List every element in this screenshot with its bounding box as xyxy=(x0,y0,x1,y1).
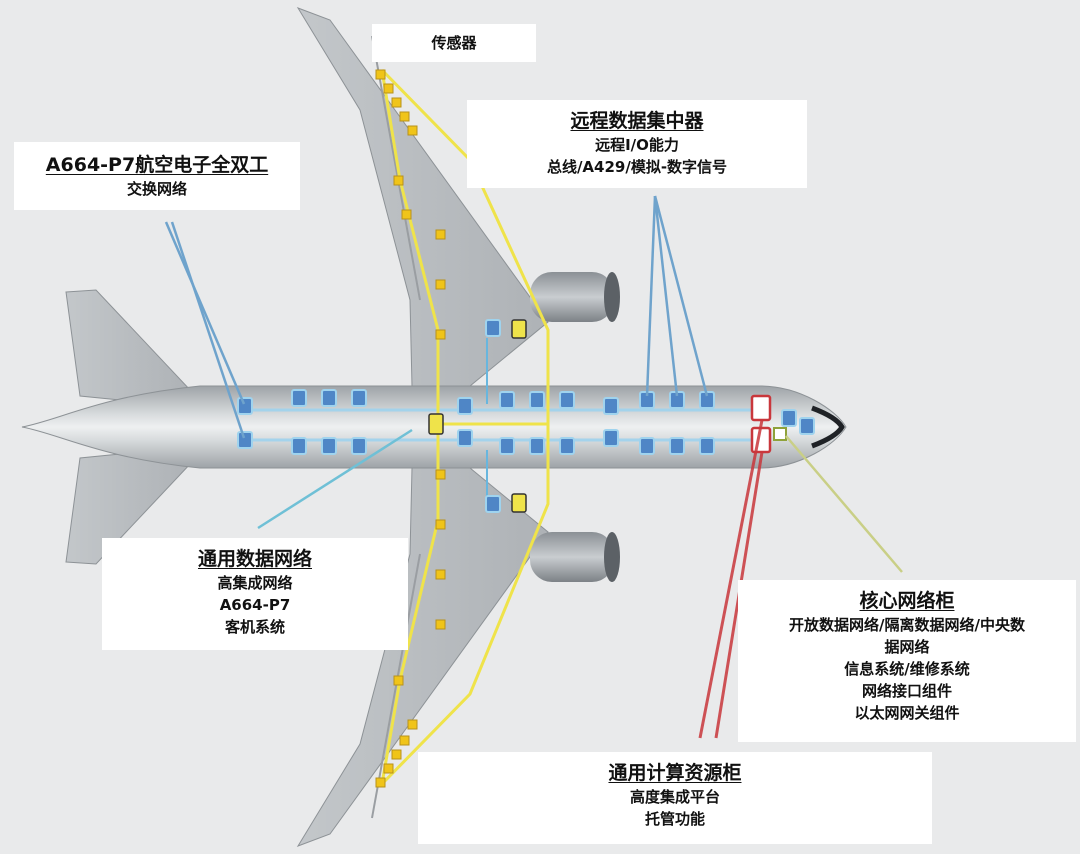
cnc-label-line: 网络接口组件 xyxy=(861,682,952,700)
cnc-cabinet xyxy=(773,427,787,441)
leader-line-cdn xyxy=(257,428,413,530)
cdn-label-title: 通用数据网络 xyxy=(197,548,312,570)
cdn-label-line: A664-P7 xyxy=(219,596,291,614)
cnc-label-line: 以太网网关组件 xyxy=(854,704,960,722)
network-modules xyxy=(237,319,815,513)
ccr-label: 通用计算资源柜 高度集成平台 托管功能 xyxy=(418,752,932,844)
leader-line-cnc xyxy=(785,435,903,573)
cdn-label-line: 高集成网络 xyxy=(217,574,293,592)
cnc-label-line: 据网络 xyxy=(884,638,930,656)
rdc-label-title: 远程数据集中器 xyxy=(570,110,704,132)
cockpit-window xyxy=(811,405,845,449)
sensor-markers xyxy=(375,69,446,788)
upper-wing xyxy=(296,7,549,387)
rdc-label-line: 远程I/O能力 xyxy=(595,136,679,154)
cnc-label-line: 信息系统/维修系统 xyxy=(844,660,970,678)
afdx-label: A664-P7航空电子全双工 交换网络 xyxy=(14,142,300,210)
cnc-label-line: 开放数据网络/隔离数据网络/中央数 xyxy=(789,616,1025,634)
lower-engine xyxy=(530,532,620,582)
cdn-label: 通用数据网络 高集成网络 A664-P7 客机系统 xyxy=(102,538,408,650)
afdx-label-line: 交换网络 xyxy=(126,180,187,198)
ccr-label-title: 通用计算资源柜 xyxy=(608,762,742,784)
ccr-label-line: 托管功能 xyxy=(644,810,705,828)
ccr-label-line: 高度集成平台 xyxy=(629,788,720,806)
cnc-label-title: 核心网络柜 xyxy=(859,590,955,612)
lower-wing-edge xyxy=(371,553,421,819)
sensor-label: 传感器 xyxy=(372,24,536,62)
leader-lines-rdc xyxy=(645,195,709,397)
cdn-label-line: 客机系统 xyxy=(224,618,285,636)
upper-stabilizer xyxy=(65,289,194,401)
leader-lines-afdx xyxy=(164,221,246,439)
sensor-label-text: 传感器 xyxy=(431,34,477,52)
afdx-label-title: A664-P7航空电子全双工 xyxy=(45,154,269,176)
rdc-label: 远程数据集中器 远程I/O能力 总线/A429/模拟-数字信号 xyxy=(467,100,807,188)
rdc-boxes xyxy=(428,319,527,513)
cnc-label: 核心网络柜 开放数据网络/隔离数据网络/中央数 据网络 信息系统/维修系统 网络… xyxy=(738,580,1076,742)
rdc-label-line: 总线/A429/模拟-数字信号 xyxy=(546,158,728,176)
upper-wing-edge xyxy=(371,35,421,301)
upper-engine xyxy=(530,272,620,322)
